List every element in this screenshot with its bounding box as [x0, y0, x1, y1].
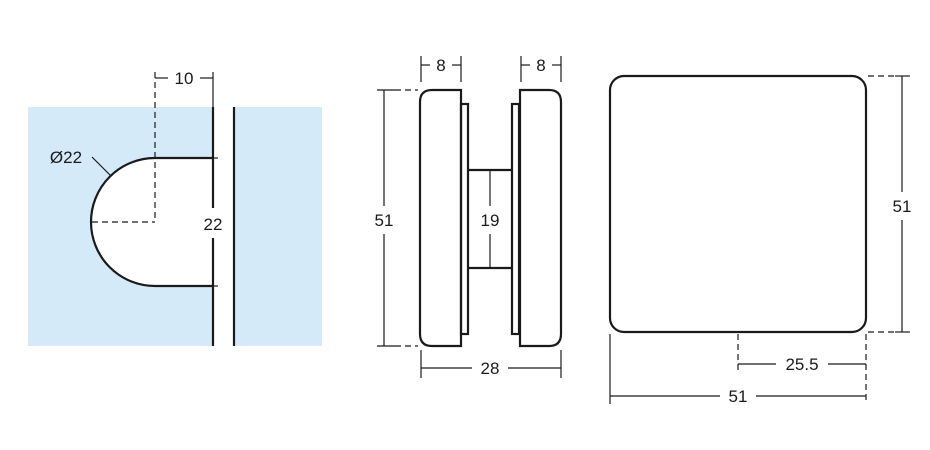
spacer-dimension: 19 [481, 211, 500, 230]
side-height-dimension: 51 [375, 211, 394, 230]
side-view: 19 51 8 8 28 [375, 56, 563, 378]
front-view: 51 25.5 51 [608, 74, 912, 406]
glass-cutout-view: 10 Ø22 22 [28, 69, 322, 346]
height-dimension: 22 [204, 215, 223, 234]
left-plate-dimension: 8 [436, 56, 445, 75]
offset-dimension: 10 [175, 69, 194, 88]
side-width-dimension: 28 [481, 359, 500, 378]
front-width-dimension: 51 [729, 387, 748, 406]
front-height-dimension: 51 [893, 197, 912, 216]
diameter-dimension: Ø22 [50, 148, 82, 167]
right-plate-dimension: 8 [536, 56, 545, 75]
half-width-dimension: 25.5 [785, 355, 818, 374]
